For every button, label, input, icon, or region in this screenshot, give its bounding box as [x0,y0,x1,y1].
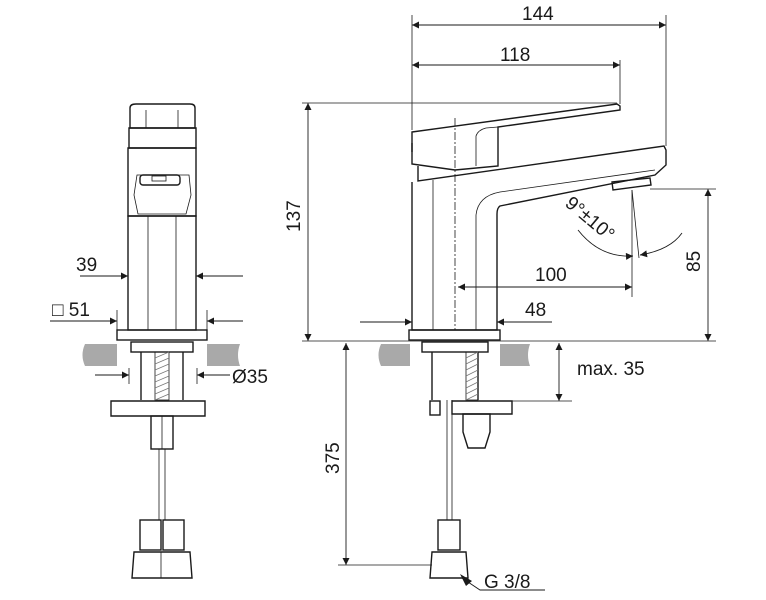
base-plate-side [408,329,501,341]
dim-375: 375 [323,442,344,474]
dim-137: 137 [284,200,305,232]
dim-51: □ 51 [52,300,90,321]
dim-angle: 9°±10° [561,193,618,246]
countertop-left [82,344,117,366]
hose-right [162,519,185,551]
spout-side [411,145,667,331]
aerator [139,174,181,186]
dim-85: 85 [684,251,705,272]
mounting-plate [110,400,206,417]
hose-left [139,519,162,551]
dim-39: 39 [76,255,97,276]
dim-diameter-35: Ø35 [232,367,268,388]
spout-front [127,147,197,217]
dim-g38: G 3/8 [484,572,530,593]
mounting-plate-side [451,400,513,415]
lever-head [129,103,196,129]
countertop-right [207,344,240,366]
lever [411,103,621,171]
dim-100: 100 [535,265,567,286]
hose-nut [131,551,193,579]
front-view: 39 □ 51 Ø35 [50,103,268,579]
hose-fitting-side [462,413,491,449]
hose-nut-side [429,551,469,579]
side-view: 144 118 137 85 100 9°±10° 48 max. 35 375… [284,4,716,593]
countertop-left [378,344,410,366]
dim-48: 48 [525,300,546,321]
dim-max-35: max. 35 [577,359,645,380]
base-plate [116,329,208,341]
body-front [127,215,197,331]
countertop-right [500,344,530,366]
dim-118: 118 [500,45,530,66]
dim-144: 144 [522,4,554,25]
aerator-side [611,177,652,191]
